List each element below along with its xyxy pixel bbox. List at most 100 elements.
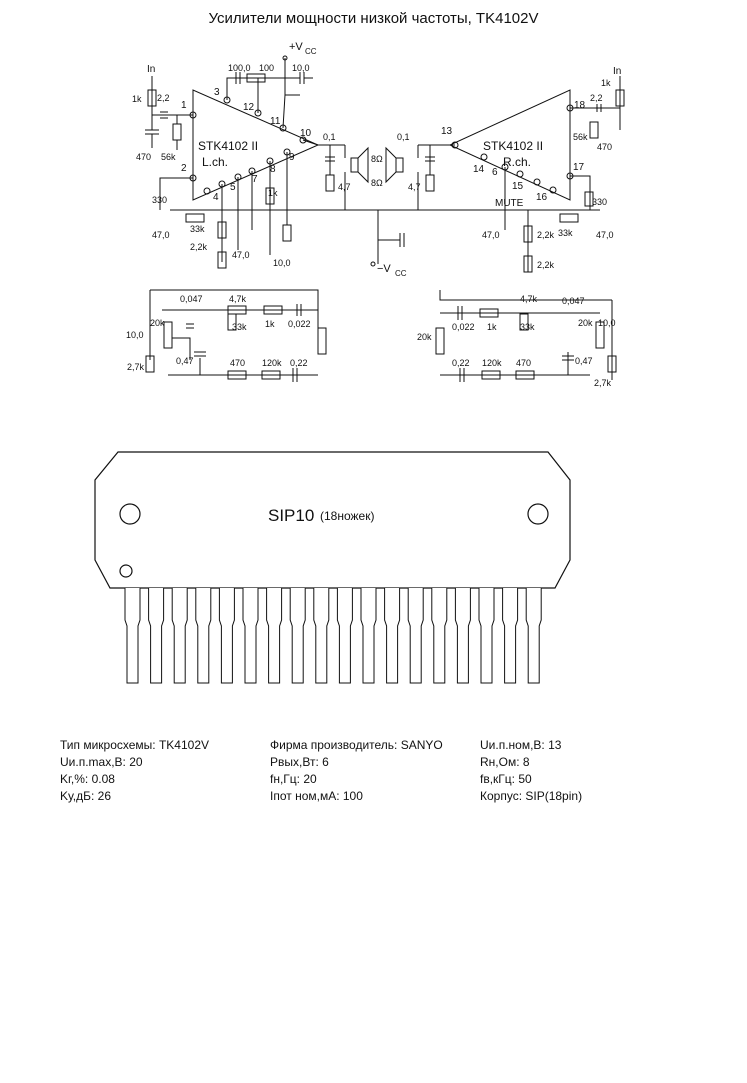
right-chip-label: STK4102 II bbox=[483, 139, 543, 153]
val-r-1k-in: 1k bbox=[601, 78, 611, 88]
left-chip-label: STK4102 II bbox=[198, 139, 258, 153]
package-pins bbox=[124, 588, 542, 684]
val-r-47-0: 47,0 bbox=[482, 230, 500, 240]
val-r-0-47: 0,47 bbox=[575, 356, 593, 366]
val-r-470: 470 bbox=[597, 142, 612, 152]
spec-pout: Pвых,Вт: 6 bbox=[270, 755, 329, 769]
right-input-label: In bbox=[613, 66, 621, 77]
val-r-0-022: 0,022 bbox=[452, 322, 475, 332]
pin-13: 13 bbox=[441, 126, 453, 137]
val-1k-tone: 1k bbox=[265, 319, 275, 329]
supply-positive-label: +V bbox=[289, 41, 303, 53]
val-100: 100 bbox=[259, 63, 274, 73]
pin-6: 6 bbox=[492, 167, 498, 178]
pin-10: 10 bbox=[300, 128, 312, 139]
pin-7: 7 bbox=[252, 174, 258, 185]
package-pin bbox=[525, 588, 542, 684]
val-2-2: 2,2 bbox=[157, 93, 170, 103]
spec-gain: Kу,дБ: 26 bbox=[60, 789, 112, 803]
pin1-marker-icon bbox=[119, 564, 133, 578]
val-10-0-c: 10,0 bbox=[126, 330, 144, 340]
val-r-20k-b: 20k bbox=[417, 332, 432, 342]
package-pin bbox=[454, 588, 471, 684]
val-20k: 20k bbox=[150, 318, 165, 328]
right-speaker-impedance: 8Ω bbox=[371, 178, 383, 188]
val-4-7-left: 4,7 bbox=[338, 182, 351, 192]
val-56k: 56k bbox=[161, 152, 176, 162]
val-1k-fb: 1k bbox=[268, 188, 278, 198]
val-r-56k: 56k bbox=[573, 132, 588, 142]
package-name: SIP10 bbox=[268, 506, 314, 525]
val-r-0-22: 0,22 bbox=[452, 358, 470, 368]
amplifier-schematic: STK4102 II L.ch. STK4102 II R.ch. 1 2 3 … bbox=[126, 41, 625, 388]
package-pin bbox=[124, 588, 141, 684]
package-pin bbox=[407, 588, 424, 684]
pin-2: 2 bbox=[181, 163, 187, 174]
spec-u-max: Uи.п.max,В: 20 bbox=[60, 755, 143, 769]
package-pin bbox=[502, 588, 519, 684]
val-33k-b: 33k bbox=[232, 322, 247, 332]
package-pin bbox=[218, 588, 235, 684]
pin-14: 14 bbox=[473, 164, 485, 175]
val-r-10-0: 10,0 bbox=[598, 318, 616, 328]
val-47-0-b: 47,0 bbox=[232, 250, 250, 260]
pin-18: 18 bbox=[574, 100, 586, 111]
val-r-33k: 33k bbox=[558, 228, 573, 238]
specs-column-1: Тип микросхемы: TK4102V Uи.п.max,В: 20 K… bbox=[60, 737, 209, 805]
pin-4: 4 bbox=[213, 192, 219, 203]
package-pin bbox=[195, 588, 212, 684]
mute-label: MUTE bbox=[495, 198, 524, 209]
val-330: 330 bbox=[152, 195, 167, 205]
mounting-hole-right-icon bbox=[527, 503, 549, 525]
val-r-120k: 120k bbox=[482, 358, 502, 368]
left-pin-numbers: 1 2 3 12 11 10 9 8 7 5 4 bbox=[181, 87, 312, 203]
val-r-20k: 20k bbox=[578, 318, 593, 328]
spec-f-high: fв,кГц: 50 bbox=[480, 772, 532, 786]
val-120k: 120k bbox=[262, 358, 282, 368]
supply-negative-sub: CC bbox=[395, 269, 407, 278]
mounting-hole-left-icon bbox=[119, 503, 141, 525]
package-pin bbox=[148, 588, 165, 684]
package-subtitle: (18ножек) bbox=[320, 509, 374, 523]
pin-8: 8 bbox=[270, 164, 276, 175]
val-10-0: 10,0 bbox=[292, 63, 310, 73]
page-title: Усилители мощности низкой частоты, TK410… bbox=[208, 10, 539, 27]
right-pin-circles bbox=[451, 104, 574, 194]
package-pin bbox=[313, 588, 330, 684]
supply-positive-sub: CC bbox=[305, 47, 317, 56]
supply-negative-label: −V bbox=[377, 263, 391, 275]
pin-5: 5 bbox=[230, 182, 236, 193]
component-values: 1k 2,2 470 56k 100,0 100 10,0 0,1 4,7 33… bbox=[126, 63, 351, 372]
val-r-0-1: 0,1 bbox=[397, 132, 410, 142]
spec-chip-type: Тип микросхемы: TK4102V bbox=[60, 738, 210, 752]
val-r-2-7k: 2,7k bbox=[594, 378, 612, 388]
package-pin bbox=[478, 588, 495, 684]
val-r-2-2k-b: 2,2k bbox=[537, 260, 555, 270]
val-4-7k: 4,7k bbox=[229, 294, 247, 304]
val-33k: 33k bbox=[190, 224, 205, 234]
pin-1: 1 bbox=[181, 100, 187, 111]
val-r-2-2: 2,2 bbox=[590, 93, 603, 103]
package-body bbox=[94, 451, 571, 589]
right-pin-numbers: 13 18 17 14 6 15 16 bbox=[441, 100, 586, 203]
right-channel-label: R.ch. bbox=[503, 155, 531, 169]
val-10-0-b: 10,0 bbox=[273, 258, 291, 268]
specs-column-3: Uи.п.ном,В: 13 Rн,Ом: 8 fв,кГц: 50 Корпу… bbox=[480, 737, 582, 805]
val-2-2k: 2,2k bbox=[190, 242, 208, 252]
val-100-0: 100,0 bbox=[228, 63, 251, 73]
left-speaker-impedance: 8Ω bbox=[371, 154, 383, 164]
pin-3: 3 bbox=[214, 87, 220, 98]
val-0-1-left: 0,1 bbox=[323, 132, 336, 142]
val-r-330: 330 bbox=[592, 197, 607, 207]
val-r-33k-b: 33k bbox=[520, 322, 535, 332]
package-pin bbox=[431, 588, 448, 684]
left-input-label: In bbox=[147, 64, 155, 75]
pin-15: 15 bbox=[512, 181, 524, 192]
package-pin bbox=[289, 588, 306, 684]
specs-column-2: Фирма производитель: SANYO Pвых,Вт: 6 fн… bbox=[270, 737, 443, 805]
left-channel-label: L.ch. bbox=[202, 155, 228, 169]
spec-u-nom: Uи.п.ном,В: 13 bbox=[480, 738, 562, 752]
spec-manufacturer: Фирма производитель: SANYO bbox=[270, 738, 443, 752]
pin-12: 12 bbox=[243, 102, 255, 113]
